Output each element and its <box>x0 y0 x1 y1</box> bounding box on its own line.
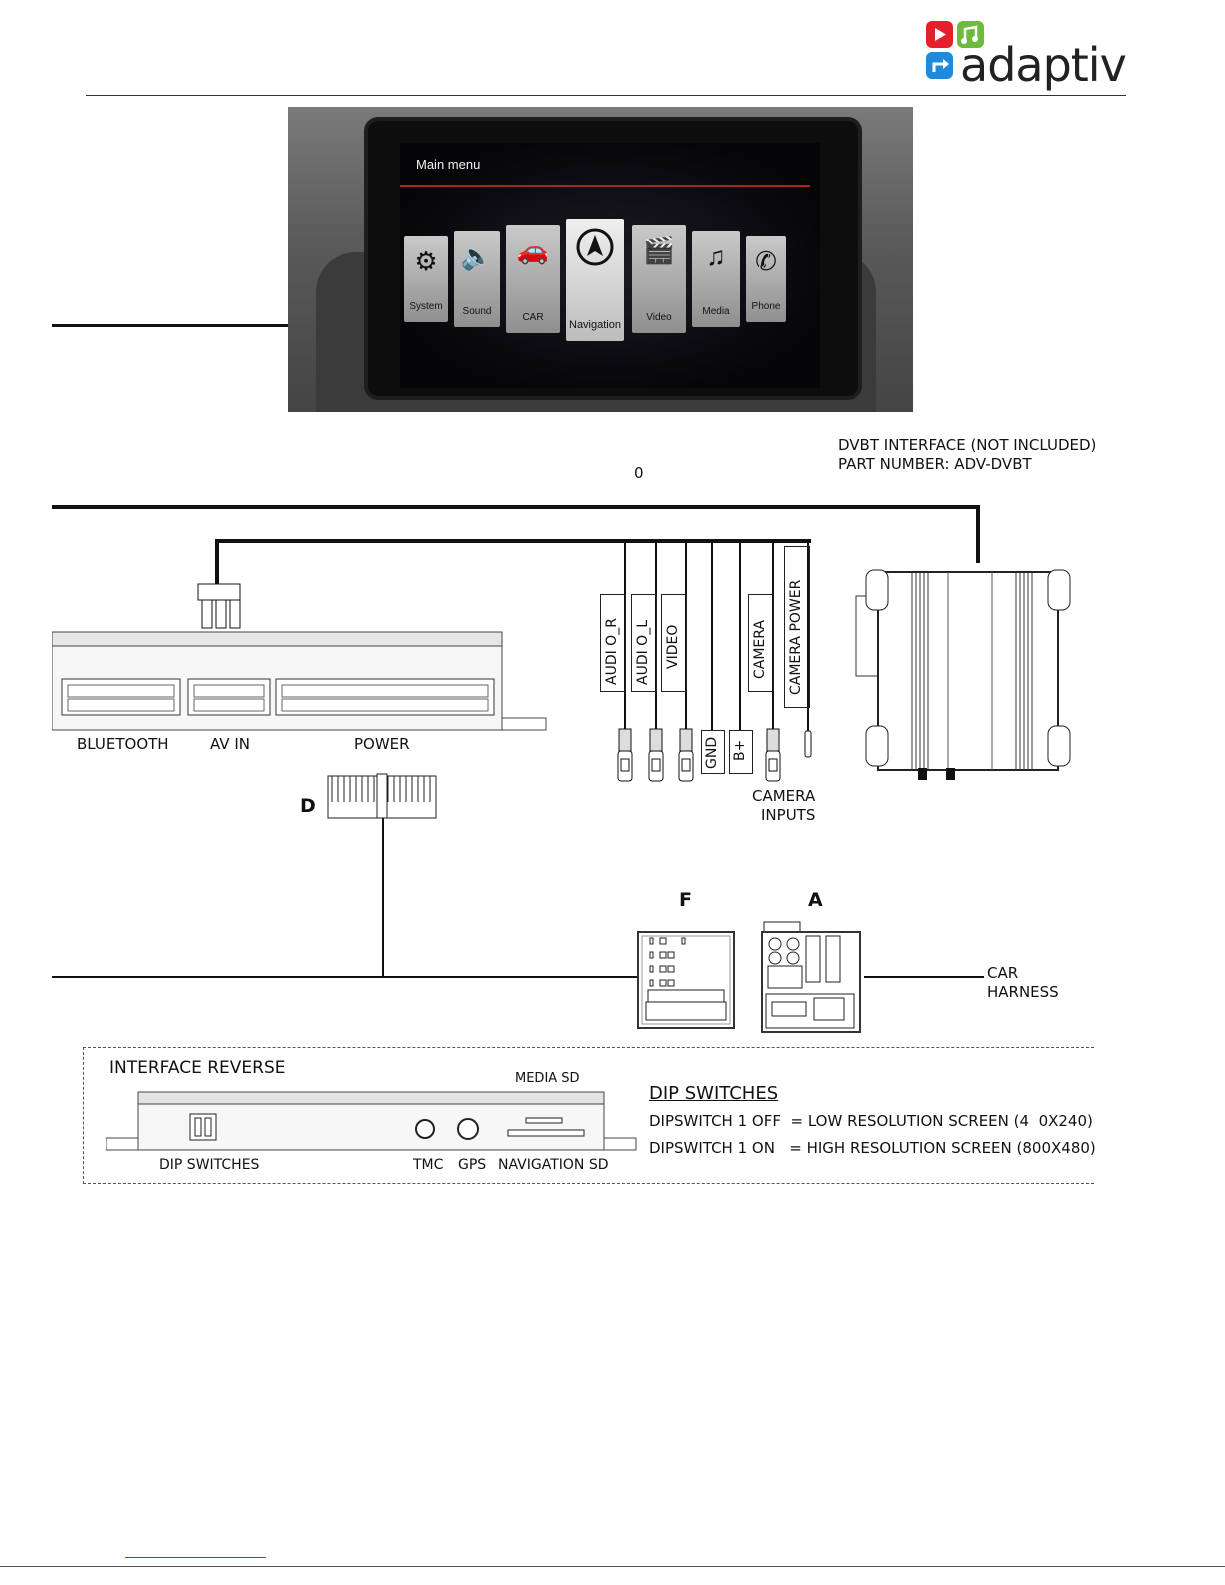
port-label-power: POWER <box>354 735 410 753</box>
cable-camera-power <box>807 541 809 731</box>
connector-label-f: F <box>679 889 692 911</box>
interface-rear-panel <box>106 1091 637 1151</box>
connector-f <box>637 931 735 1029</box>
tile-navigation[interactable]: Navigation <box>566 219 624 341</box>
rca-plug-audio-r <box>617 728 633 782</box>
car-harness-line2: HARNESS <box>987 983 1059 1001</box>
av-in-port <box>187 678 271 716</box>
cable-label-camera: CAMERA <box>752 619 768 679</box>
port-label-av-in: AV IN <box>210 735 250 753</box>
dip-switch-block <box>189 1113 217 1141</box>
dvbt-part-number: PART NUMBER: ADV-DVBT <box>838 455 1032 473</box>
stray-zero: 0 <box>634 464 644 482</box>
camera-power-pin <box>804 730 812 758</box>
rca-plug-audio-l <box>648 728 664 782</box>
clapperboard-icon: 🎬 <box>642 235 676 265</box>
tile-phone[interactable]: ✆ Phone <box>746 236 786 322</box>
tmc-socket <box>415 1119 435 1139</box>
speaker-icon: 🔈 <box>460 241 494 271</box>
av-in-cable-drop <box>215 539 219 587</box>
camera-inputs-line2: INPUTS <box>761 806 816 824</box>
cable-gnd <box>711 541 713 731</box>
display-bezel: Main menu ⚙ System 🔈 Sound 🚗 CAR Navigat… <box>368 121 858 396</box>
navigation-sd-slot <box>507 1129 585 1137</box>
power-port <box>275 678 495 716</box>
camera-inputs-line1: CAMERA <box>752 787 816 805</box>
music-note-icon: ♫ <box>706 241 726 271</box>
navigation-arrow-icon <box>576 228 614 266</box>
dip-info-heading: DIP SWITCHES <box>649 1083 779 1104</box>
tile-label: System <box>409 301 443 312</box>
label-box-camera-power: CAMERA POWER <box>784 546 810 708</box>
logo-wordmark: adaptiv <box>960 38 1127 92</box>
tmc-label: TMC <box>413 1157 444 1173</box>
label-box-video: VIDEO <box>661 594 687 692</box>
tile-car[interactable]: 🚗 CAR <box>506 225 560 333</box>
rca-plug-video <box>678 728 694 782</box>
connector-label-a: A <box>808 889 823 911</box>
bluetooth-port <box>61 678 181 716</box>
tile-video[interactable]: 🎬 Video <box>632 225 686 333</box>
menu-header: Main menu <box>400 143 810 187</box>
phone-icon: ✆ <box>755 246 777 276</box>
label-box-audio-r: AUDI O_R <box>600 594 626 692</box>
navigation-sd-label: NAVIGATION SD <box>498 1157 609 1173</box>
tile-label: Phone <box>751 301 781 312</box>
header-divider <box>86 95 1126 96</box>
menu-title: Main menu <box>416 157 481 172</box>
label-box-camera: CAMERA <box>748 594 774 692</box>
footer-link-underline[interactable] <box>125 1557 266 1558</box>
dvbt-interface-box <box>855 569 1071 780</box>
footer-divider <box>0 1566 1225 1567</box>
label-box-bplus: B+ <box>729 730 753 774</box>
connector-label-d: D <box>300 795 316 817</box>
cable-label-audio-l: AUDI O_L <box>635 619 651 685</box>
head-unit-screen-photo: Main menu ⚙ System 🔈 Sound 🚗 CAR Navigat… <box>288 107 913 412</box>
gps-label: GPS <box>458 1157 487 1173</box>
cable-bplus <box>739 541 741 731</box>
car-icon: 🚗 <box>516 235 550 265</box>
display-screen: Main menu ⚙ System 🔈 Sound 🚗 CAR Navigat… <box>400 143 820 388</box>
cable-label-audio-r: AUDI O_R <box>604 618 620 685</box>
car-harness-line <box>864 976 984 978</box>
dip-info-line1: DIPSWITCH 1 OFF = LOW RESOLUTION SCREEN … <box>649 1112 1093 1130</box>
car-harness-line1: CAR <box>987 964 1019 982</box>
dvbt-cable <box>52 505 980 509</box>
tile-label: Video <box>646 312 672 323</box>
media-sd-label: MEDIA SD <box>515 1071 580 1086</box>
dvbt-cable-drop <box>976 505 980 563</box>
connector-d <box>327 773 437 819</box>
port-label-bluetooth: BLUETOOTH <box>77 735 169 753</box>
av-harness-cable <box>215 539 811 543</box>
connector-a <box>761 921 861 1033</box>
connector-d-cable <box>382 818 384 978</box>
gps-socket <box>457 1118 479 1140</box>
car-loom-cable <box>52 976 640 978</box>
interface-reverse-title: INTERFACE REVERSE <box>109 1058 286 1078</box>
tile-media[interactable]: ♫ Media <box>692 231 740 327</box>
interface-reverse-panel: INTERFACE REVERSE MEDIA SD DIP SWITCHES … <box>83 1047 1096 1184</box>
tile-label: Media <box>702 306 730 317</box>
dip-switches-label: DIP SWITCHES <box>159 1157 260 1173</box>
dvbt-title: DVBT INTERFACE (NOT INCLUDED) <box>838 436 1097 454</box>
cable-label-camera-power: CAMERA POWER <box>788 579 804 695</box>
media-sd-slot <box>525 1117 563 1124</box>
dip-info-line2: DIPSWITCH 1 ON = HIGH RESOLUTION SCREEN … <box>649 1139 1096 1157</box>
label-box-gnd: GND <box>701 730 725 774</box>
rca-plugs <box>617 728 812 782</box>
screen-leader-line <box>52 324 288 327</box>
tile-sound[interactable]: 🔈 Sound <box>454 231 500 327</box>
logo-mark <box>926 21 984 79</box>
rca-plug-camera <box>765 728 781 782</box>
gear-icon: ⚙ <box>414 246 438 276</box>
cable-label-video: VIDEO <box>665 624 681 669</box>
tile-label: CAR <box>522 312 544 323</box>
label-box-audio-l: AUDI O_L <box>631 594 657 692</box>
interface-unit <box>52 583 547 731</box>
tile-label: Sound <box>462 306 492 317</box>
tile-system[interactable]: ⚙ System <box>404 236 448 322</box>
tile-label: Navigation <box>569 319 621 331</box>
